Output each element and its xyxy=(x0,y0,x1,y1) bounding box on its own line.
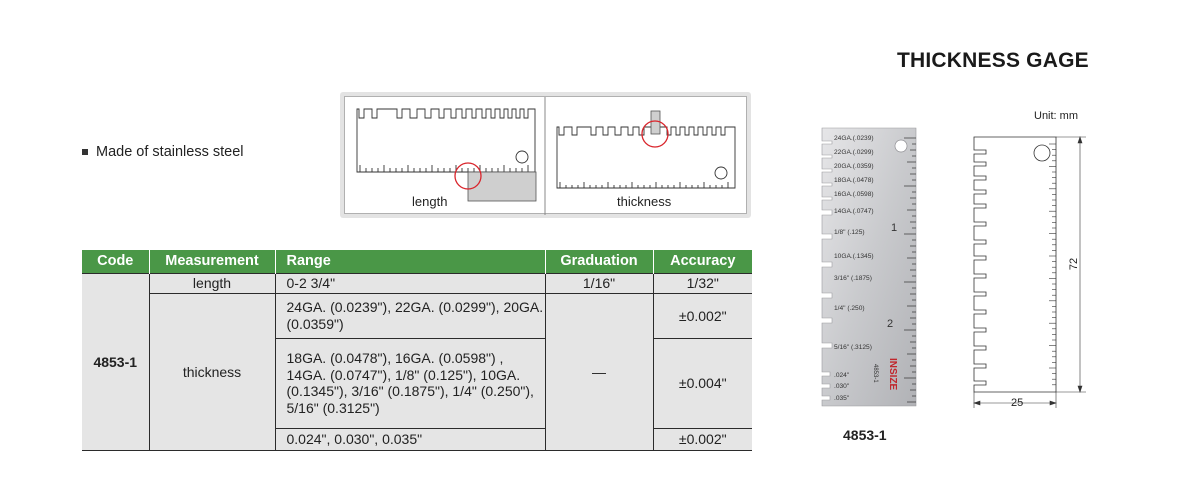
slot-label: 5/16" (.3125) xyxy=(834,344,872,351)
slot-label: 1/4" (.250) xyxy=(834,305,865,312)
measurement-cell: thickness xyxy=(148,292,276,451)
accuracy-cell: ±0.002" xyxy=(652,427,752,451)
header-code: Code xyxy=(82,250,150,273)
length-caption: length xyxy=(412,194,448,209)
graduation-cell: 1/16" xyxy=(544,272,654,294)
scale-number-2: 2 xyxy=(887,318,893,330)
range-cell: 18GA. (0.0478"), 16GA. (0.0598") , 14GA.… xyxy=(274,337,546,429)
brand-logo: INSIZE xyxy=(887,358,898,391)
page-title: THICKNESS GAGE xyxy=(897,49,1089,72)
header-range: Range xyxy=(275,250,546,273)
bullet-icon xyxy=(82,149,88,155)
slot-label: 20GA.(.0359) xyxy=(834,163,874,170)
slot-label: 18GA.(.0478) xyxy=(834,177,874,184)
range-cell: 24GA. (0.0239"), 22GA. (0.0299"), 20GA.(… xyxy=(274,292,546,339)
feature-item: Made of stainless steel xyxy=(82,144,244,160)
drawing-scale xyxy=(1049,143,1056,386)
range-cell: 0.024", 0.030", 0.035" xyxy=(274,427,546,451)
length-sample-block xyxy=(467,171,537,202)
gage-slot-labels: 24GA.(.0239) 22GA.(.0299) 20GA.(.0359) 18GA… xyxy=(834,135,874,402)
range-cell: 0-2 3/4" xyxy=(274,272,546,294)
table-row: 4853-1 length 0-2 3/4" 1/16" 1/32" xyxy=(82,272,752,451)
slot-label: 3/16" (.1875) xyxy=(834,275,872,282)
slot-label: 22GA.(.0299) xyxy=(834,149,874,156)
slot-label: 1/8" (.125) xyxy=(834,229,865,236)
scale-number-1: 1 xyxy=(891,222,897,234)
thickness-caption: thickness xyxy=(617,194,672,209)
slot-label: 24GA.(.0239) xyxy=(834,135,874,142)
thickness-contact-circle xyxy=(641,120,669,148)
thickness-sample-sheet xyxy=(650,110,661,135)
table-row: thickness 24GA. (0.0239"), 22GA. (0.0299… xyxy=(82,292,752,451)
slot-label: 16GA.(.0598) xyxy=(834,191,874,198)
slot-label: .035" xyxy=(834,395,850,402)
length-gage-sketch xyxy=(356,108,536,173)
slot-label: .030" xyxy=(834,383,850,390)
header-accuracy: Accuracy xyxy=(653,250,752,273)
accuracy-cell: 1/32" xyxy=(652,272,752,294)
usage-diagram-inner: length thickness xyxy=(344,96,747,215)
gage-scale xyxy=(904,137,916,403)
length-contact-circle xyxy=(454,162,482,190)
slot-label: 10GA.(.1345) xyxy=(834,253,874,260)
accuracy-cell: ±0.004" xyxy=(652,337,752,429)
table-header-row: Code Measurement Range Graduation Accura… xyxy=(82,250,752,273)
slot-label: .024" xyxy=(834,372,850,379)
header-measurement: Measurement xyxy=(149,250,276,273)
gage-body xyxy=(821,127,917,407)
height-dimension: 72 xyxy=(1068,257,1081,271)
feature-text: Made of stainless steel xyxy=(96,144,244,160)
width-dimension: 25 xyxy=(1011,397,1024,409)
unit-label: Unit: mm xyxy=(1034,110,1078,122)
header-graduation: Graduation xyxy=(545,250,654,273)
table-row: 0.024", 0.030", 0.035" ±0.002" xyxy=(82,427,752,451)
thickness-gage-sketch xyxy=(556,126,736,189)
code-cell: 4853-1 xyxy=(82,272,150,451)
slot-label: 14GA.(.0747) xyxy=(834,208,874,215)
accuracy-cell: ±0.002" xyxy=(652,292,752,339)
measurement-cell: length xyxy=(148,272,276,294)
gage-model-text: 4853-1 xyxy=(872,364,878,383)
usage-diagram: length thickness xyxy=(340,92,751,218)
usage-illustration xyxy=(356,97,736,215)
spec-table: Code Measurement Range Graduation Accura… xyxy=(82,250,752,451)
graduation-cell: — xyxy=(544,292,654,451)
dimension-lines xyxy=(973,136,1086,408)
product-code-label: 4853-1 xyxy=(843,427,887,443)
drawing-outline xyxy=(973,136,1057,393)
gage-photo: 24GA.(.0239) 22GA.(.0299) 20GA.(.0359) 18GA… xyxy=(821,127,917,407)
technical-drawing xyxy=(973,136,1086,408)
table-row: 18GA. (0.0478"), 16GA. (0.0598") , 14GA.… xyxy=(82,337,752,429)
hanging-hole xyxy=(894,139,908,153)
